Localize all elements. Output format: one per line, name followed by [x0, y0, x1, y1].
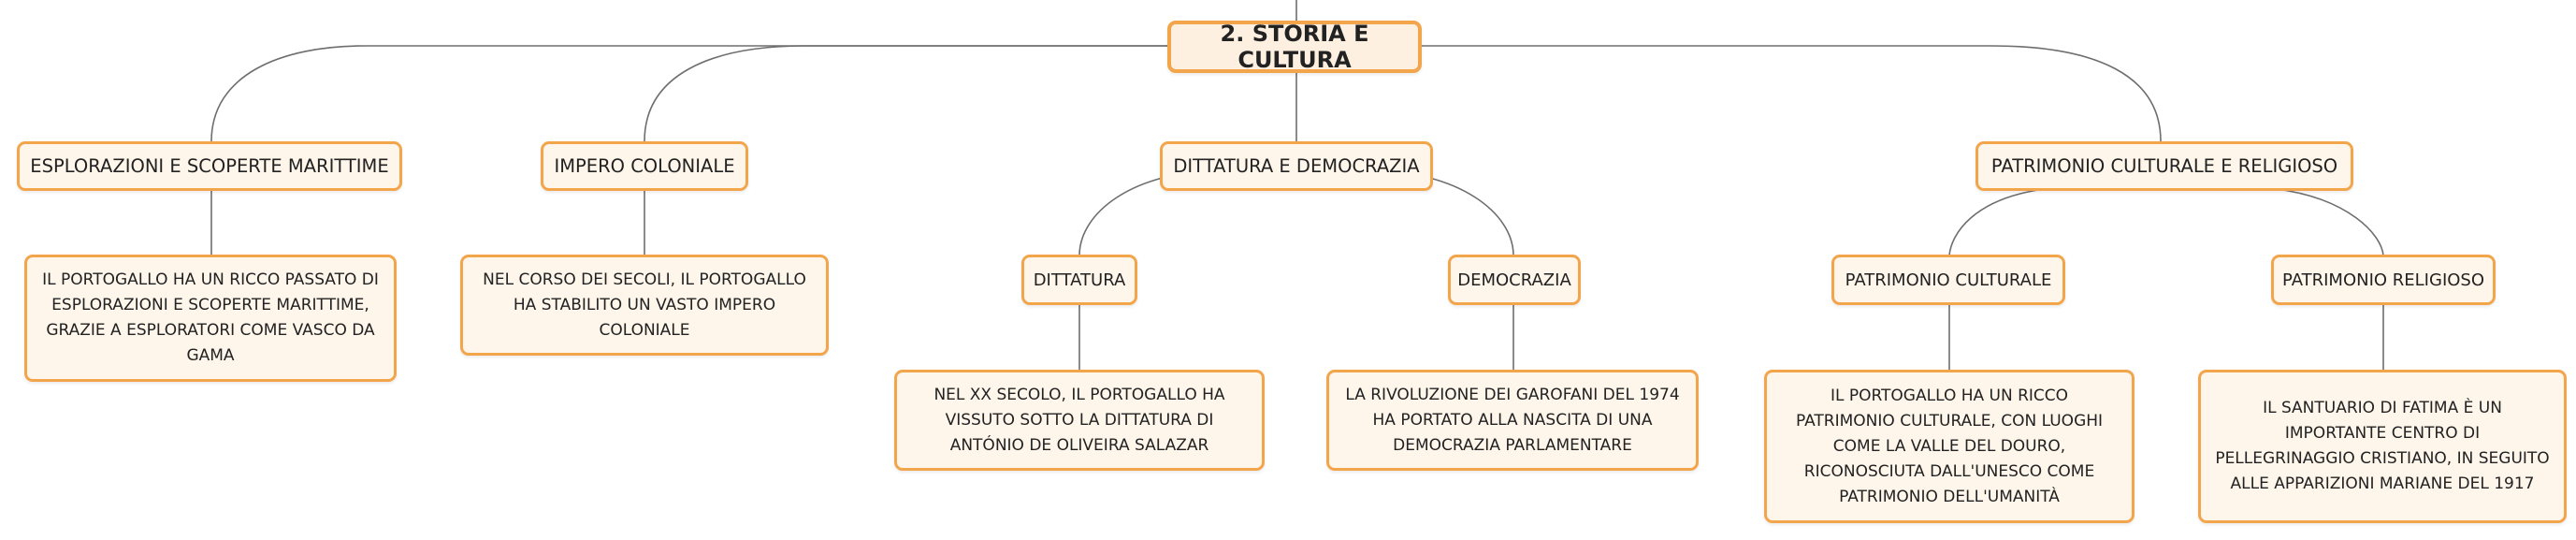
subtopic-democrazia[interactable]: DEMOCRAZIA	[1448, 255, 1581, 305]
topic-impero-coloniale[interactable]: IMPERO COLONIALE	[541, 141, 748, 191]
topic-dittatura-democrazia[interactable]: DITTATURA E DEMOCRAZIA	[1160, 141, 1433, 191]
subtopic-patrimonio-culturale[interactable]: PATRIMONIO CULTURALE	[1831, 255, 2065, 305]
connector-root-patrimonio	[1420, 45, 2162, 142]
detail-dittatura[interactable]: NEL XX SECOLO, IL PORTOGALLO HA VISSUTO …	[894, 370, 1265, 471]
connector-pcr-religioso	[2276, 188, 2384, 256]
topic-esplorazioni-label: ESPLORAZIONI E SCOPERTE MARITTIME	[30, 155, 389, 177]
subtopic-patrimonio-culturale-label: PATRIMONIO CULTURALE	[1845, 270, 2052, 290]
subtopic-dittatura-label: DITTATURA	[1033, 270, 1126, 290]
detail-democrazia[interactable]: LA RIVOLUZIONE DEI GAROFANI DEL 1974 HA …	[1326, 370, 1699, 471]
topic-patrimonio-label: PATRIMONIO CULTURALE E RELIGIOSO	[1990, 155, 2338, 177]
subtopic-democrazia-label: DEMOCRAZIA	[1457, 270, 1571, 290]
topic-patrimonio[interactable]: PATRIMONIO CULTURALE E RELIGIOSO	[1975, 141, 2353, 191]
subtopic-patrimonio-religioso[interactable]: PATRIMONIO RELIGIOSO	[2271, 255, 2496, 305]
detail-esplorazioni-text: IL PORTOGALLO HA UN RICCO PASSATO DI ESP…	[42, 270, 379, 365]
detail-impero-coloniale-text: NEL CORSO DEI SECOLI, IL PORTOGALLO HA S…	[483, 270, 806, 340]
topic-impero-coloniale-label: IMPERO COLONIALE	[554, 155, 735, 177]
detail-patrimonio-culturale-text: IL PORTOGALLO HA UN RICCO PATRIMONIO CUL…	[1795, 386, 2104, 506]
detail-patrimonio-culturale[interactable]: IL PORTOGALLO HA UN RICCO PATRIMONIO CUL…	[1764, 370, 2135, 523]
topic-dittatura-democrazia-label: DITTATURA E DEMOCRAZIA	[1173, 155, 1420, 177]
subtopic-dittatura[interactable]: DITTATURA	[1021, 255, 1137, 305]
connector-root-impero	[644, 45, 1167, 142]
detail-patrimonio-religioso[interactable]: IL SANTUARIO DI FATIMA È UN IMPORTANTE C…	[2198, 370, 2567, 523]
detail-democrazia-text: LA RIVOLUZIONE DEI GAROFANI DEL 1974 HA …	[1345, 385, 1680, 455]
detail-patrimonio-religioso-text: IL SANTUARIO DI FATIMA È UN IMPORTANTE C…	[2215, 399, 2550, 493]
root-topic[interactable]: 2. STORIA E CULTURA	[1167, 21, 1422, 73]
root-topic-label: 2. STORIA E CULTURA	[1220, 21, 1369, 73]
connector-root-esplorazioni	[210, 45, 1167, 142]
detail-impero-coloniale[interactable]: NEL CORSO DEI SECOLI, IL PORTOGALLO HA S…	[460, 255, 829, 356]
topic-esplorazioni[interactable]: ESPLORAZIONI E SCOPERTE MARITTIME	[17, 141, 402, 191]
detail-dittatura-text: NEL XX SECOLO, IL PORTOGALLO HA VISSUTO …	[933, 385, 1225, 455]
detail-esplorazioni[interactable]: IL PORTOGALLO HA UN RICCO PASSATO DI ESP…	[24, 255, 397, 382]
subtopic-patrimonio-religioso-label: PATRIMONIO RELIGIOSO	[2281, 270, 2485, 290]
connector-pcr-culturale	[1948, 188, 2046, 256]
